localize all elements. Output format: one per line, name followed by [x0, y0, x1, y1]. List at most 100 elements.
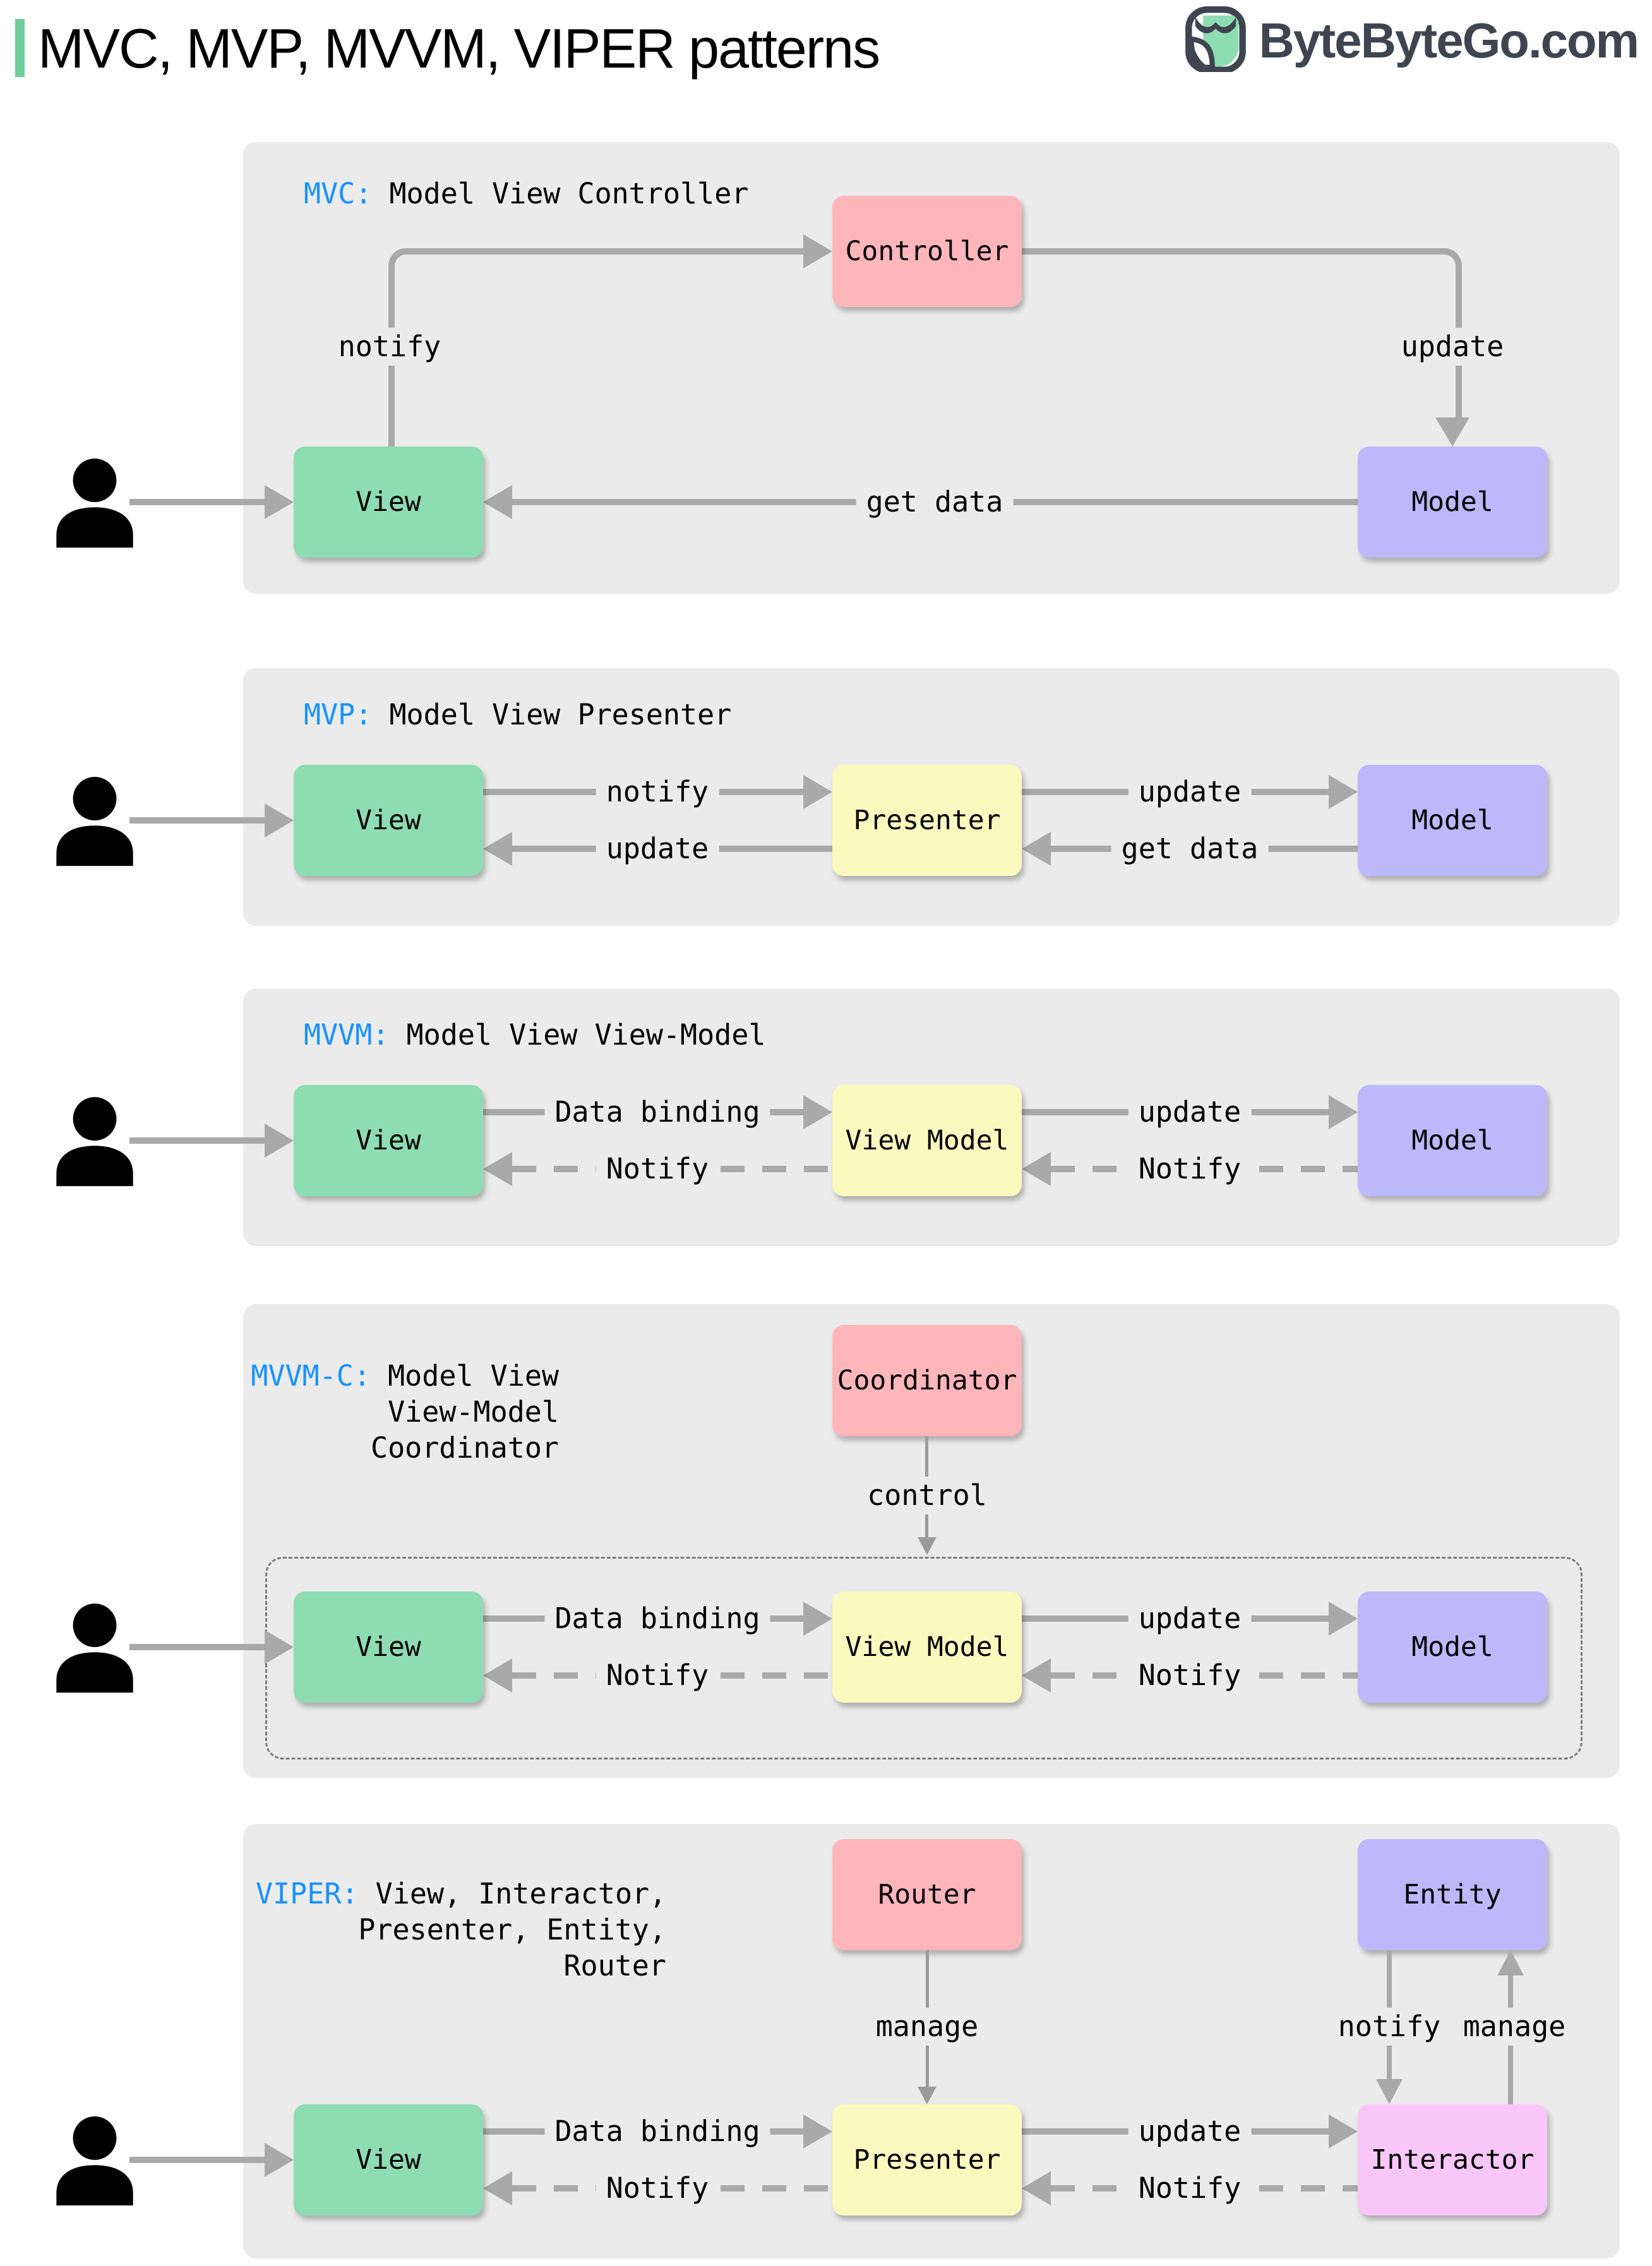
mvvmc-view-box: View — [294, 1592, 483, 1703]
mvp-presenter-box: Presenter — [832, 765, 1022, 876]
mvp-view-box: View — [294, 765, 483, 876]
mvvmc-update-label: update — [1128, 1600, 1252, 1638]
mvc-update-label: update — [1391, 328, 1514, 366]
mvvmc-control-arrowhead-icon — [918, 1537, 937, 1555]
mvvmc-update-arrowhead-icon — [1329, 1602, 1358, 1636]
mvvm-model-box: Model — [1358, 1085, 1547, 1196]
title-accent-bar — [15, 19, 25, 77]
mvvmc-model-label: Model — [1411, 1631, 1493, 1663]
mvvm-view-box: View — [294, 1085, 483, 1196]
mvvm-update-arrowhead-icon — [1329, 1095, 1358, 1129]
viper-entity-label: Entity — [1403, 1879, 1502, 1910]
mvp-notify-arrowhead-icon — [803, 775, 832, 809]
mvvmc-user-arrow-line — [129, 1644, 265, 1650]
mvvm-databinding-label: Data binding — [544, 1093, 770, 1131]
mvvmc-coordinator-label: Coordinator — [837, 1365, 1017, 1396]
mvvmc-name-line1: MVVM-C: Model View — [249, 1358, 559, 1394]
mvvmc-viewmodel-label: View Model — [845, 1631, 1009, 1663]
mvvm-user-arrowhead-icon — [265, 1124, 294, 1158]
mvvmc-notify-view-arrowhead-icon — [483, 1658, 512, 1693]
viper-manage-router-label: manage — [865, 2008, 989, 2046]
mvvmc-notify-vm-arrowhead-icon — [1022, 1658, 1051, 1693]
mvvmc-name-line2: View-Model — [388, 1395, 559, 1429]
viper-view-box: View — [294, 2104, 483, 2215]
mvvm-view-label: View — [356, 1125, 421, 1156]
mvc-notify-arrowhead-icon — [803, 234, 832, 268]
mvvmc-model-box: Model — [1358, 1592, 1547, 1703]
mvvmc-coordinator-box: Coordinator — [832, 1325, 1022, 1436]
mvvmc-name-line3: Coordinator — [370, 1431, 559, 1465]
viper-manage-interactor-label: manage — [1457, 2008, 1571, 2046]
user-icon — [56, 2116, 133, 2206]
mvp-update-view-label: update — [596, 830, 719, 868]
bytebytego-bird-icon — [1183, 6, 1249, 75]
viper-name-line2: Presenter, Entity, — [358, 1913, 666, 1946]
viper-notify-presenter-label: Notify — [1128, 2169, 1252, 2207]
mvvmc-notify-view-label: Notify — [596, 1657, 719, 1694]
viper-notify-view-arrowhead-icon — [483, 2171, 512, 2205]
viper-name-line1: VIPER: View, Interactor, — [256, 1876, 666, 1912]
mvvmc-databinding-label: Data binding — [544, 1600, 770, 1638]
viper-interactor-box: Interactor — [1358, 2104, 1547, 2215]
mvvm-notify-vm-arrowhead-icon — [1022, 1152, 1051, 1186]
viper-user-arrow-line — [129, 2157, 265, 2163]
mvvmc-view-label: View — [356, 1631, 421, 1663]
mvvm-model-label: Model — [1411, 1125, 1493, 1156]
mvc-notify-label: notify — [328, 328, 452, 366]
mvc-getdata-arrowhead-icon — [483, 485, 512, 519]
mvp-prefix: MVP: — [304, 698, 373, 731]
mvvmc-prefix: MVVM-C: — [251, 1359, 371, 1393]
mvc-controller-label: Controller — [845, 236, 1009, 267]
mvp-section-label: MVP: Model View Presenter — [304, 697, 731, 733]
mvc-user-arrowhead-icon — [265, 485, 294, 519]
viper-notify-view-label: Notify — [596, 2169, 719, 2207]
mvvm-viewmodel-box: View Model — [832, 1085, 1022, 1196]
mvc-name: Model View Controller — [372, 177, 749, 210]
mvp-view-label: View — [356, 805, 421, 836]
viper-router-box: Router — [832, 1839, 1022, 1950]
mvvm-name: Model View View-Model — [389, 1018, 766, 1052]
mvc-prefix: MVC: — [304, 177, 373, 210]
mvp-getdata-label: get data — [1111, 830, 1269, 868]
mvvmc-control-label: control — [857, 1477, 997, 1514]
viper-notify-entity-arrowhead-icon — [1376, 2079, 1403, 2104]
mvc-model-label: Model — [1411, 486, 1493, 518]
viper-manage-router-arrowhead-icon — [918, 2087, 937, 2104]
mvvmc-viewmodel-box: View Model — [832, 1592, 1022, 1703]
mvvm-section-label: MVVM: Model View View-Model — [304, 1017, 766, 1053]
mvp-notify-label: notify — [596, 773, 719, 811]
mvp-presenter-label: Presenter — [853, 805, 1001, 836]
mvvmc-notify-vm-label: Notify — [1128, 1657, 1252, 1694]
mvp-name: Model View Presenter — [372, 698, 732, 731]
user-icon — [56, 1604, 133, 1693]
viper-update-arrowhead-icon — [1329, 2114, 1358, 2149]
viper-presenter-label: Presenter — [853, 2144, 1001, 2176]
mvc-controller-box: Controller — [832, 196, 1022, 307]
viper-router-label: Router — [878, 1879, 976, 1910]
mvvm-viewmodel-label: View Model — [845, 1125, 1009, 1156]
user-icon — [56, 777, 133, 866]
mvvmc-databinding-arrowhead-icon — [803, 1602, 832, 1636]
mvc-view-label: View — [356, 486, 421, 518]
mvc-user-arrow-line — [129, 499, 265, 505]
mvvm-databinding-arrowhead-icon — [803, 1095, 832, 1129]
mvvmc-section-label: MVVM-C: Model View View-Model Coordinato… — [249, 1358, 559, 1466]
mvp-user-arrowhead-icon — [265, 803, 294, 837]
viper-user-arrowhead-icon — [265, 2143, 294, 2177]
viper-notify-presenter-arrowhead-icon — [1022, 2171, 1051, 2205]
viper-name-line3: Router — [563, 1949, 666, 1982]
viper-interactor-label: Interactor — [1370, 2144, 1535, 2176]
mvp-getdata-arrowhead-icon — [1022, 832, 1051, 866]
user-icon — [56, 459, 133, 548]
page-title: MVC, MVP, MVVM, VIPER patterns — [38, 17, 880, 80]
mvc-model-box: Model — [1358, 447, 1547, 558]
bytebytego-logo: ByteByteGo.com — [1183, 6, 1639, 75]
mvc-getdata-label: get data — [856, 483, 1014, 521]
mvvmc-name: Model View — [370, 1359, 559, 1393]
mvp-update-model-label: update — [1128, 773, 1252, 811]
viper-entity-box: Entity — [1358, 1839, 1547, 1950]
mvvm-notify-view-label: Notify — [596, 1150, 719, 1188]
mvc-update-arrowhead-icon — [1435, 417, 1469, 447]
viper-prefix: VIPER: — [256, 1877, 359, 1910]
